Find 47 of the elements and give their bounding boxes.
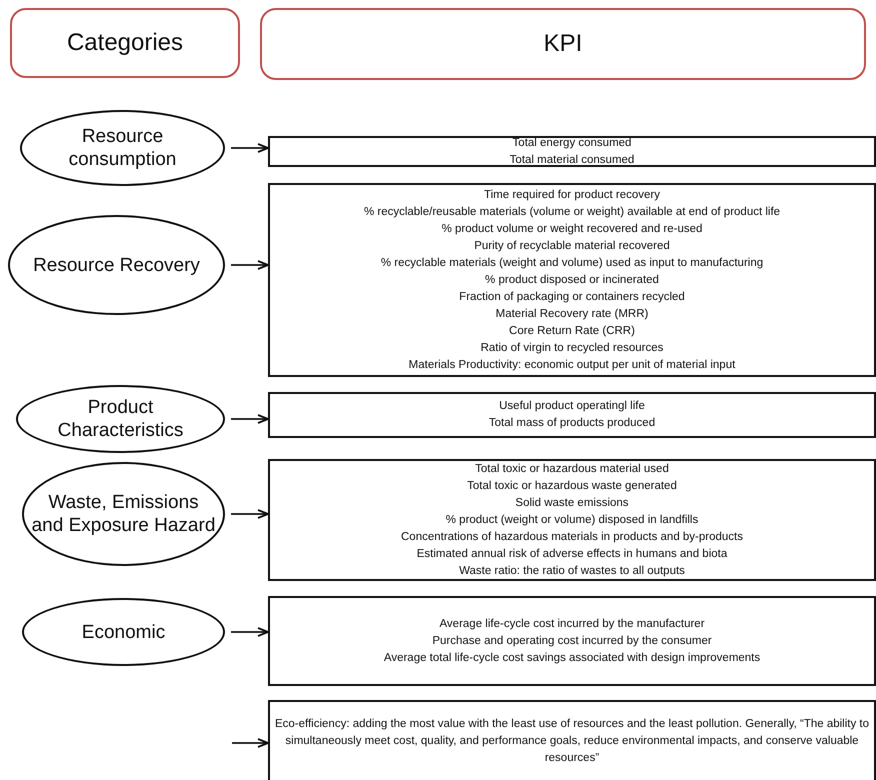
kpi-text: Total mass of products produced: [488, 416, 656, 431]
kpi-text: Time required for product recovery: [484, 188, 660, 202]
kpi-text: Solid waste emissions: [515, 496, 629, 510]
kpi-text: Concentrations of hazardous materials in products and by-products: [401, 530, 743, 544]
category-label: Resource Recovery: [32, 254, 201, 276]
arrow: [231, 627, 269, 637]
header-label: Categories: [66, 29, 184, 57]
arrow: [231, 414, 269, 424]
header-label: KPI: [544, 30, 582, 58]
kpi-text: Purchase and operating cost incurred by the consumer: [432, 634, 712, 648]
category-label: Product Characteristics: [56, 396, 184, 442]
kpi-text: Purity of recyclable material recovered: [474, 238, 670, 254]
kpi-box: [268, 183, 876, 377]
kpi-text: % recyclable materials (weight and volume) used as input to manufacturing: [380, 256, 764, 270]
kpi-text: Average total life-cycle cost savings associated with design improvements: [384, 650, 760, 666]
kpi-text: Total toxic or hazardous waste generated: [467, 478, 677, 494]
kpi-box: [268, 700, 876, 780]
kpi-text: Ratio of virgin to recycled resources: [480, 340, 664, 356]
kpi-text: Materials Productivity: economic output per unit of material input: [408, 358, 736, 372]
kpi-text: Useful product operatingl life: [499, 399, 645, 414]
category-label: Resource consumption: [68, 125, 178, 171]
header-box: [10, 8, 240, 78]
kpi-text: Material Recovery rate (MRR): [496, 306, 648, 322]
arrow: [231, 260, 269, 270]
kpi-box: [268, 136, 876, 167]
arrow: [231, 143, 269, 153]
kpi-text: Core Return Rate (CRR): [509, 324, 635, 338]
kpi-box: [268, 392, 876, 438]
arrow: [231, 509, 269, 519]
kpi-text: Waste ratio: the ratio of wastes to all outputs: [459, 564, 685, 578]
kpi-text: Total energy consumed: [512, 136, 632, 150]
header-box: [260, 8, 866, 80]
kpi-text: Total toxic or hazardous material used: [475, 462, 669, 476]
kpi-text: Eco-efficiency: adding the most value with the least use of resources and the least pollution. Generally, “The ability to simultaneously meet cost, quality, and performance goals, reduce environmental impacts, and conserve valuable resources”: [274, 716, 870, 766]
kpi-box: [268, 459, 876, 581]
kpi-box: [268, 596, 876, 686]
kpi-text: % product volume or weight recovered and re-used: [442, 222, 702, 236]
kpi-text: Average life-cycle cost incurred by the manufacturer: [439, 616, 705, 632]
kpi-text: Total material consumed: [510, 152, 634, 168]
kpi-text: Fraction of packaging or containers recycled: [459, 290, 685, 304]
kpi-text: % product disposed or incinerated: [485, 272, 659, 288]
kpi-text: % recyclable/reusable materials (volume or weight) available at end of product life: [364, 204, 780, 220]
category-label: Waste, Emissions and Exposure Hazard: [30, 491, 216, 537]
category-label: Economic: [80, 620, 166, 644]
kpi-text: Estimated annual risk of adverse effects in humans and biota: [416, 546, 728, 562]
kpi-text: % product (weight or volume) disposed in landfills: [446, 512, 698, 528]
arrow: [232, 738, 269, 748]
